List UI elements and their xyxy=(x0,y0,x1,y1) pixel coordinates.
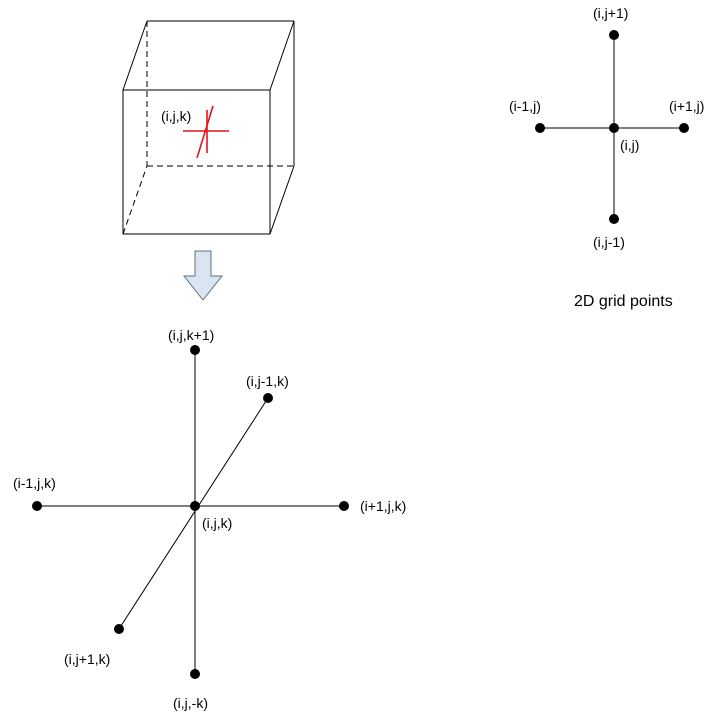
grid-2d-label-left: (i-1,j) xyxy=(509,98,541,114)
cube-front-face xyxy=(122,89,271,235)
grid-2d: (i,j+1) (i-1,j) (i+1,j) (i,j) (i,j-1) 2D… xyxy=(509,5,704,310)
grid-3d-label-upper-right: (i,j-1,k) xyxy=(246,373,289,389)
grid-2d-point-up xyxy=(609,30,619,40)
grid-3d-point-left xyxy=(32,501,42,511)
grid-3d-label-center: (i,j,k) xyxy=(202,515,232,531)
grid-3d-point-center xyxy=(190,501,200,511)
grid-2d-label-down: (i,j-1) xyxy=(593,234,625,250)
grid-2d-caption: 2D grid points xyxy=(574,293,673,310)
grid-3d-point-lower-left xyxy=(114,624,124,634)
cube xyxy=(122,20,295,235)
cube-edge-bottom-right xyxy=(269,165,295,235)
down-arrow-icon xyxy=(182,250,224,301)
cube-edge-top-left xyxy=(122,20,148,91)
cube-marker-depth xyxy=(196,105,214,159)
grid-2d-label-up: (i,j+1) xyxy=(593,5,628,21)
grid-3d-depth-line xyxy=(118,397,269,630)
grid-3d-point-up xyxy=(190,345,200,355)
grid-2d-point-center xyxy=(609,123,619,133)
grid-3d-label-right: (i+1,j,k) xyxy=(360,498,406,514)
cube-center-marker xyxy=(183,105,229,159)
grid-3d-point-down xyxy=(190,669,200,679)
grid-3d-label-up: (i,j,k+1) xyxy=(168,327,214,343)
grid-2d-point-down xyxy=(609,214,619,224)
cube-edge-top-right xyxy=(269,20,295,91)
grid-3d-point-upper-right xyxy=(263,393,273,403)
grid-3d-point-right xyxy=(339,501,349,511)
grid-3d-label-left: (i-1,j,k) xyxy=(13,475,56,491)
grid-3d-label-down: (i,j,-k) xyxy=(173,695,208,711)
cube-edge-bottom-left-hidden xyxy=(122,165,148,235)
grid-2d-label-center: (i,j) xyxy=(620,137,639,153)
grid-2d-label-right: (i+1,j) xyxy=(669,98,704,114)
grid-2d-point-left xyxy=(535,123,545,133)
grid-2d-point-right xyxy=(679,123,689,133)
grid-3d-label-lower-left: (i,j+1,k) xyxy=(64,651,110,667)
grid-3d: (i,j,k+1) (i,j-1,k) (i-1,j,k) (i+1,j,k) … xyxy=(13,327,406,711)
cube-center-label: (i,j,k) xyxy=(161,108,191,124)
